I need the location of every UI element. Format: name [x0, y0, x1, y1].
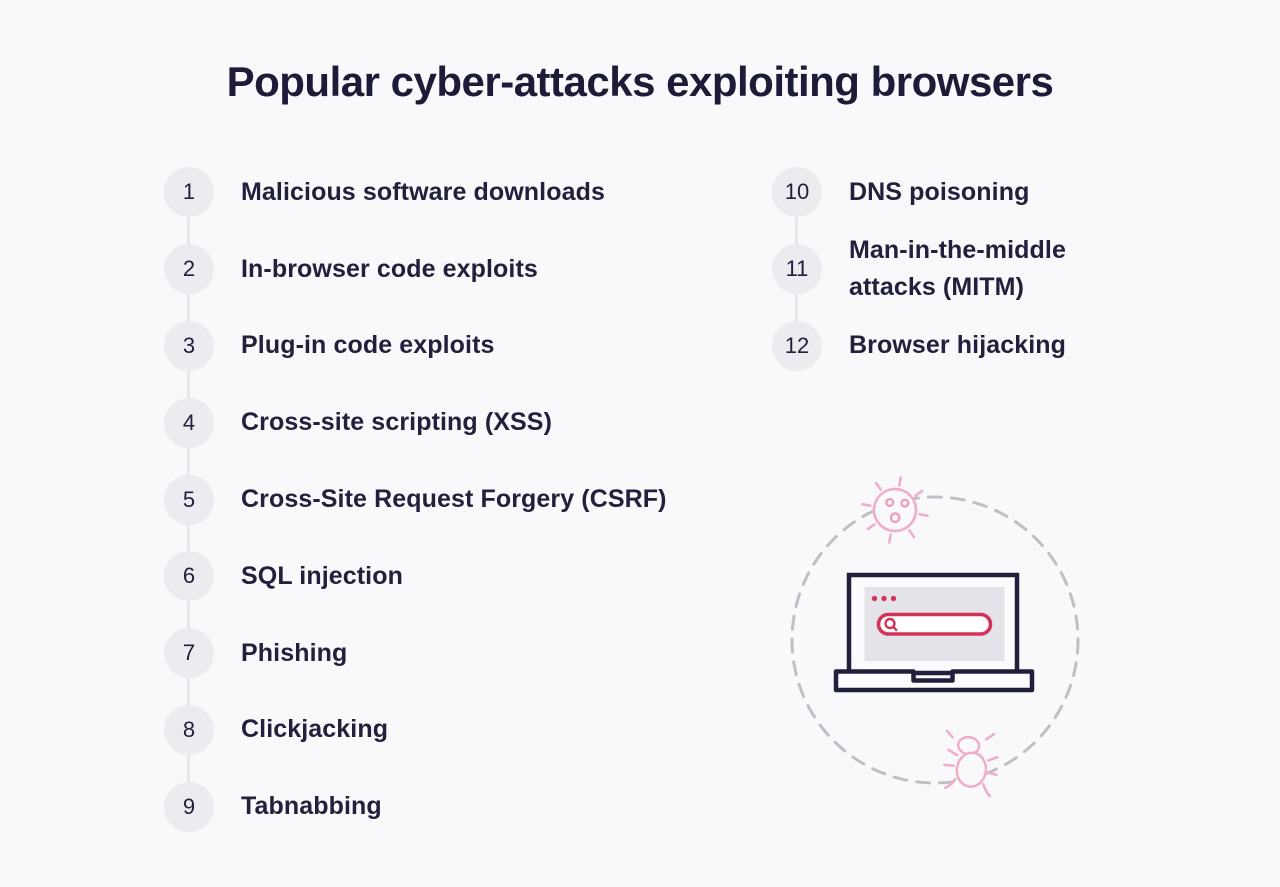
item-number-badge: 4 — [164, 397, 214, 448]
list-item: 4 Cross-site scripting (XSS) — [164, 384, 667, 461]
item-label: DNS poisoning — [849, 177, 1030, 206]
item-label: Plug-in code exploits — [241, 331, 495, 360]
list-item: 12 Browser hijacking — [772, 308, 1091, 385]
bug-icon — [943, 729, 999, 798]
list-item: 8 Clickjacking — [164, 692, 667, 769]
item-number-badge: 1 — [164, 167, 214, 218]
bug-body — [955, 751, 988, 788]
list-item: 1 Malicious software downloads — [164, 154, 667, 231]
item-number-badge: 6 — [164, 551, 214, 602]
item-number-badge: 5 — [164, 474, 214, 525]
item-number-badge: 12 — [772, 320, 822, 371]
item-number-badge: 11 — [772, 244, 822, 295]
item-label: In-browser code exploits — [241, 254, 538, 283]
item-label: Clickjacking — [241, 715, 389, 744]
item-number-badge: 2 — [164, 244, 214, 295]
list-item: 5 Cross-Site Request Forgery (CSRF) — [164, 461, 667, 538]
item-label: Cross-Site Request Forgery (CSRF) — [241, 485, 667, 514]
browser-menu-dots — [871, 595, 897, 602]
item-label: Browser hijacking — [849, 331, 1067, 360]
item-number-badge: 9 — [164, 781, 214, 832]
list-item: 2 In-browser code exploits — [164, 231, 667, 308]
laptop-base — [833, 669, 1035, 693]
item-number-badge: 3 — [164, 320, 214, 371]
attack-list-right: 10 DNS poisoning 11 Man-in-the-middle at… — [772, 154, 1091, 384]
list-item: 6 SQL injection — [164, 538, 667, 615]
dashed-circle — [790, 495, 1080, 785]
item-label: Man-in-the-middle attacks (MITM) — [849, 236, 1066, 302]
search-bar — [876, 612, 993, 636]
item-number-badge: 10 — [772, 167, 822, 218]
item-number-badge: 7 — [164, 628, 214, 679]
attack-list-left: 1 Malicious software downloads 2 In-brow… — [164, 154, 667, 845]
list-item: 10 DNS poisoning — [772, 154, 1091, 231]
item-label: Cross-site scripting (XSS) — [241, 408, 552, 437]
search-icon — [884, 617, 898, 631]
item-label: Tabnabbing — [241, 792, 382, 821]
list-item: 7 Phishing — [164, 615, 667, 692]
item-number-badge: 8 — [164, 704, 214, 755]
item-label: Malicious software downloads — [241, 177, 605, 206]
list-item: 9 Tabnabbing — [164, 768, 667, 845]
list-item: 11 Man-in-the-middle attacks (MITM) — [772, 231, 1091, 308]
virus-icon — [861, 476, 929, 544]
list-item: 3 Plug-in code exploits — [164, 308, 667, 385]
item-label: SQL injection — [241, 561, 403, 590]
laptop-icon — [833, 572, 1035, 693]
item-label: Phishing — [241, 638, 348, 667]
page-title: Popular cyber-attacks exploiting browser… — [226, 58, 1054, 105]
browser-attack-illustration — [790, 476, 1080, 798]
